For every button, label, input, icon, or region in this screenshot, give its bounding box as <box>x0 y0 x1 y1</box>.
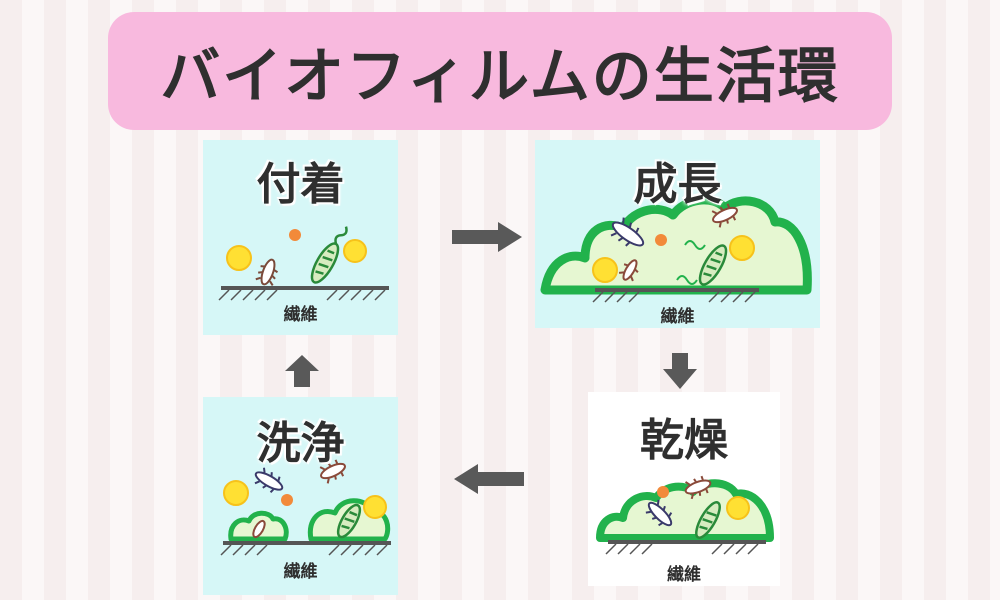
stage-wash-panel: 洗浄 繊維 <box>203 397 398 595</box>
arrow-up-icon <box>285 355 319 387</box>
fiber-label: 繊維 <box>667 565 701 585</box>
attach-illustration <box>218 226 389 301</box>
stage-attach-label: 付着 <box>256 159 345 210</box>
arrow-down-icon <box>663 353 697 389</box>
fiber-label: 繊維 <box>283 305 318 325</box>
stage-grow-label: 成長 <box>633 159 722 210</box>
title-banner: バイオフィルムの生活環 <box>108 12 892 130</box>
fiber-label: 繊維 <box>283 562 318 582</box>
stage-dry-panel: 乾燥 繊維 <box>588 392 780 586</box>
stage-attach-panel: 付着 繊維 <box>203 140 398 335</box>
stage-dry-label: 乾燥 <box>640 415 728 466</box>
dry-illustration <box>596 475 774 555</box>
grow-illustration <box>540 195 812 303</box>
stage-wash-label: 洗浄 <box>256 418 345 469</box>
wash-illustration <box>220 459 391 556</box>
stage-grow-panel: 成長 繊維 <box>535 140 820 328</box>
arrow-left-icon <box>454 464 524 494</box>
fiber-label: 繊維 <box>660 307 695 327</box>
page-title: バイオフィルムの生活環 <box>160 41 840 112</box>
arrow-right-icon <box>452 222 522 252</box>
